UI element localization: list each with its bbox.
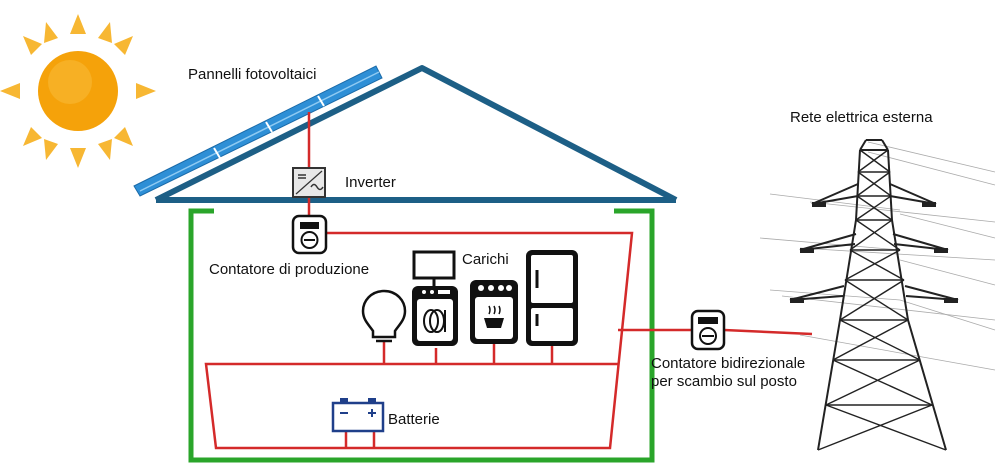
roof — [154, 65, 678, 203]
battery-label: Batterie — [388, 411, 440, 428]
meter-icon — [291, 214, 328, 255]
house-walls — [188, 208, 655, 463]
battery-icon — [331, 398, 385, 433]
light-bulb-icon — [361, 289, 407, 343]
loads-label: Carichi — [462, 251, 509, 268]
grid-label: Rete elettrica esterna — [790, 109, 933, 126]
inverter-icon — [292, 167, 326, 198]
panels-label: Pannelli fotovoltaici — [188, 66, 316, 83]
tv-icon — [412, 250, 456, 286]
dishwasher-icon — [412, 286, 458, 346]
meter-icon — [690, 309, 726, 351]
fridge-icon — [526, 250, 578, 346]
sun-icon — [0, 14, 156, 168]
wiring — [204, 112, 813, 450]
inverter-label: Inverter — [345, 174, 396, 191]
power-lines — [759, 141, 996, 371]
oven-icon — [470, 280, 518, 344]
production-meter-label: Contatore di produzione — [209, 261, 369, 278]
pylon-icon — [789, 139, 959, 451]
solar-panel-icon — [133, 65, 383, 197]
bidirectional-meter-label-line2: per scambio sul posto — [651, 373, 797, 390]
bidirectional-meter-label-line1: Contatore bidirezionale — [651, 355, 805, 372]
